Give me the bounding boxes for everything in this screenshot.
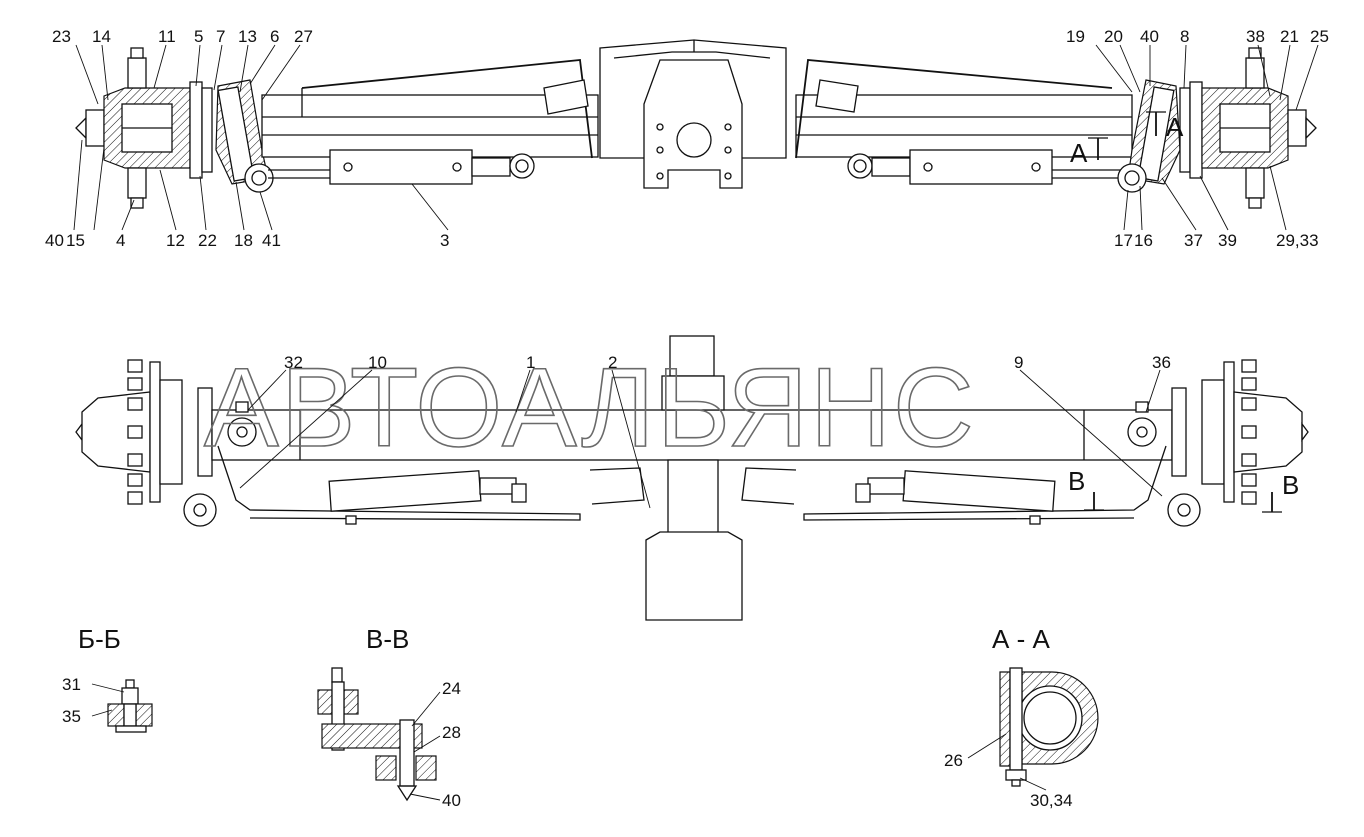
label-9: 9 [1014, 353, 1023, 372]
label-36: 36 [1152, 353, 1171, 372]
label-4: 4 [116, 231, 125, 250]
cut-label-a-right: А [1166, 112, 1184, 142]
label-31: 31 [62, 675, 81, 694]
label-14: 14 [92, 27, 111, 46]
label-2: 2 [608, 353, 617, 372]
front-view-labels: 32 10 1 2 9 36 В В [284, 353, 1299, 500]
top-leaders [73, 44, 1319, 231]
label-12: 12 [166, 231, 185, 250]
label-28: 28 [442, 723, 461, 742]
front-linkage [183, 445, 1201, 527]
label-23: 23 [52, 27, 71, 46]
front-left-bolts [127, 359, 143, 505]
cut-label-a-left: А [1070, 138, 1088, 168]
section-vv: В-В 24 28 40 [317, 624, 461, 810]
label-35: 35 [62, 707, 81, 726]
right-hub [1179, 47, 1317, 209]
label-29-33: 29,33 [1276, 231, 1319, 250]
cut-mark-v [1084, 492, 1282, 513]
label-3: 3 [440, 231, 449, 250]
label-13: 13 [238, 27, 257, 46]
left-beam [261, 59, 599, 159]
label-40-left: 40 [45, 231, 64, 250]
section-vv-title: В-В [366, 624, 409, 654]
label-10: 10 [368, 353, 387, 372]
label-24: 24 [442, 679, 461, 698]
label-30-34: 30,34 [1030, 791, 1073, 810]
label-25: 25 [1310, 27, 1329, 46]
right-knuckle [1117, 79, 1181, 193]
label-11: 11 [158, 27, 176, 46]
label-41: 41 [262, 231, 281, 250]
front-view [75, 335, 1309, 621]
label-15: 15 [66, 231, 85, 250]
top-view-labels: 23 14 11 5 7 13 6 27 40 15 4 12 22 18 41… [45, 27, 1329, 250]
label-7: 7 [216, 27, 225, 46]
label-32: 32 [284, 353, 303, 372]
label-22: 22 [198, 231, 217, 250]
center-bracket [599, 39, 787, 189]
label-17: 17 [1114, 231, 1133, 250]
cut-label-v-left: В [1068, 466, 1085, 496]
front-leaders [239, 369, 1163, 509]
top-view [75, 39, 1317, 209]
right-cylinder [847, 149, 1122, 185]
label-16: 16 [1134, 231, 1153, 250]
label-26: 26 [944, 751, 963, 770]
label-18: 18 [234, 231, 253, 250]
section-bb-title: Б-Б [78, 624, 121, 654]
front-left-hub [75, 359, 213, 505]
label-40-section: 40 [442, 791, 461, 810]
label-19: 19 [1066, 27, 1085, 46]
cut-label-v-right: В [1282, 470, 1299, 500]
front-right-hub [1171, 359, 1309, 505]
cut-mark-a [1088, 111, 1166, 160]
front-beam [211, 401, 1173, 461]
label-1: 1 [526, 353, 535, 372]
right-beam [795, 59, 1133, 159]
label-5: 5 [194, 27, 203, 46]
section-bb: Б-Б 31 35 [62, 624, 153, 733]
left-hub [75, 47, 213, 209]
label-8: 8 [1180, 27, 1189, 46]
section-aa: А - А 26 30,34 [944, 624, 1099, 810]
label-27: 27 [294, 27, 313, 46]
section-aa-title: А - А [992, 624, 1050, 654]
label-38: 38 [1246, 27, 1265, 46]
front-center-support [589, 335, 797, 621]
label-40-right: 40 [1140, 27, 1159, 46]
front-right-bolts [1241, 359, 1257, 505]
label-37: 37 [1184, 231, 1203, 250]
left-knuckle [215, 79, 274, 193]
label-20: 20 [1104, 27, 1123, 46]
label-21: 21 [1280, 27, 1299, 46]
left-cylinder [268, 149, 535, 185]
watermark-text: АВТОАЛЬЯНС [204, 345, 976, 470]
label-39: 39 [1218, 231, 1237, 250]
label-6: 6 [270, 27, 279, 46]
